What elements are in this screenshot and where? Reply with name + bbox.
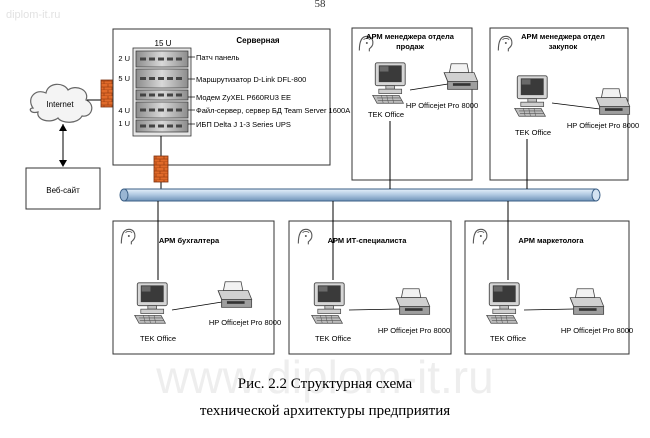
arrow-up-icon: [59, 124, 67, 131]
computer-label: TEK Office: [315, 334, 351, 343]
rack-device: 4 U Файл-сервер, сервер БД Team Server 16…: [118, 101, 350, 119]
computer-label: TEK Office: [140, 334, 176, 343]
rack-device: Модем ZyXEL P660RU3 EE: [135, 89, 291, 102]
rack-device: 1 U ИБП Delta J 1-3 Series UPS: [118, 119, 291, 133]
rack-units: 15 U: [155, 39, 172, 48]
printer-label: HP Officejet Pro 8000: [209, 318, 281, 327]
workstation-box: [351, 27, 473, 181]
computer-label: TEK Office: [490, 334, 526, 343]
rack-unit-label: 1 U: [118, 119, 130, 128]
figure-caption-line1: Рис. 2.2 Структурная схема: [237, 376, 413, 392]
printer-label: HP Officejet Pro 8000: [378, 326, 450, 335]
rack-device: 2 U Патч панель: [118, 50, 239, 68]
rack-unit-label: 2 U: [118, 54, 130, 63]
internet-label: Internet: [46, 100, 74, 109]
page-number: 58: [314, 0, 326, 10]
rack-unit-label: 5 U: [118, 74, 130, 83]
rack-device: 5 U Маршрутизатор D-Link DFL-800: [118, 68, 306, 89]
printer-cable: [348, 308, 401, 311]
firewall-icon: [100, 79, 114, 108]
rack-device-label: ИБП Delta J 1-3 Series UPS: [196, 120, 291, 129]
computer-label: TEK Office: [515, 128, 551, 137]
rack-device-label: Модем ZyXEL P660RU3 EE: [196, 93, 291, 102]
network-bus: [119, 188, 601, 202]
printer-cable: [523, 308, 575, 311]
rack-device-label: Маршрутизатор D-Link DFL-800: [196, 75, 306, 84]
firewall-icon: [153, 155, 169, 183]
computer-icon: [372, 62, 406, 104]
internet-cloud: Internet: [29, 83, 93, 123]
printer-cable: [171, 301, 223, 311]
workstation-title: АРМ бухгалтера: [159, 236, 220, 245]
watermark: diplom-it.ru: [6, 9, 61, 21]
website-label: Веб-сайт: [46, 186, 80, 195]
rack-device-label: Файл-сервер, сервер БД Team Server 1600A: [196, 106, 350, 115]
server-room: Серверная 15 U 2 U Патч панель 5 U Маршрути…: [112, 28, 350, 166]
printer-label: HP Officejet Pro 8000: [567, 121, 639, 130]
rack-unit-label: 4 U: [118, 106, 130, 115]
printer-label: HP Officejet Pro 8000: [406, 101, 478, 110]
watermark-large: www.diplom-it.ru: [155, 351, 493, 403]
server-room-title: Серверная: [236, 36, 280, 45]
computer-icon: [486, 282, 520, 324]
computer-icon: [514, 75, 548, 117]
printer-cable: [409, 83, 449, 91]
rack-device-label: Патч панель: [196, 53, 239, 62]
workstation-title: АРМ ИТ-специалиста: [328, 236, 408, 245]
computer-icon: [134, 282, 168, 324]
arrow-down-icon: [59, 160, 67, 167]
printer-label: HP Officejet Pro 8000: [561, 326, 633, 335]
printer-cable: [551, 102, 601, 110]
figure-caption-line2: технической архитектуры предприятия: [199, 403, 451, 419]
website-box: [25, 167, 101, 210]
computer-label: TEK Office: [368, 110, 404, 119]
computer-icon: [311, 282, 345, 324]
workstation-title: АРМ маркетолога: [518, 236, 584, 245]
